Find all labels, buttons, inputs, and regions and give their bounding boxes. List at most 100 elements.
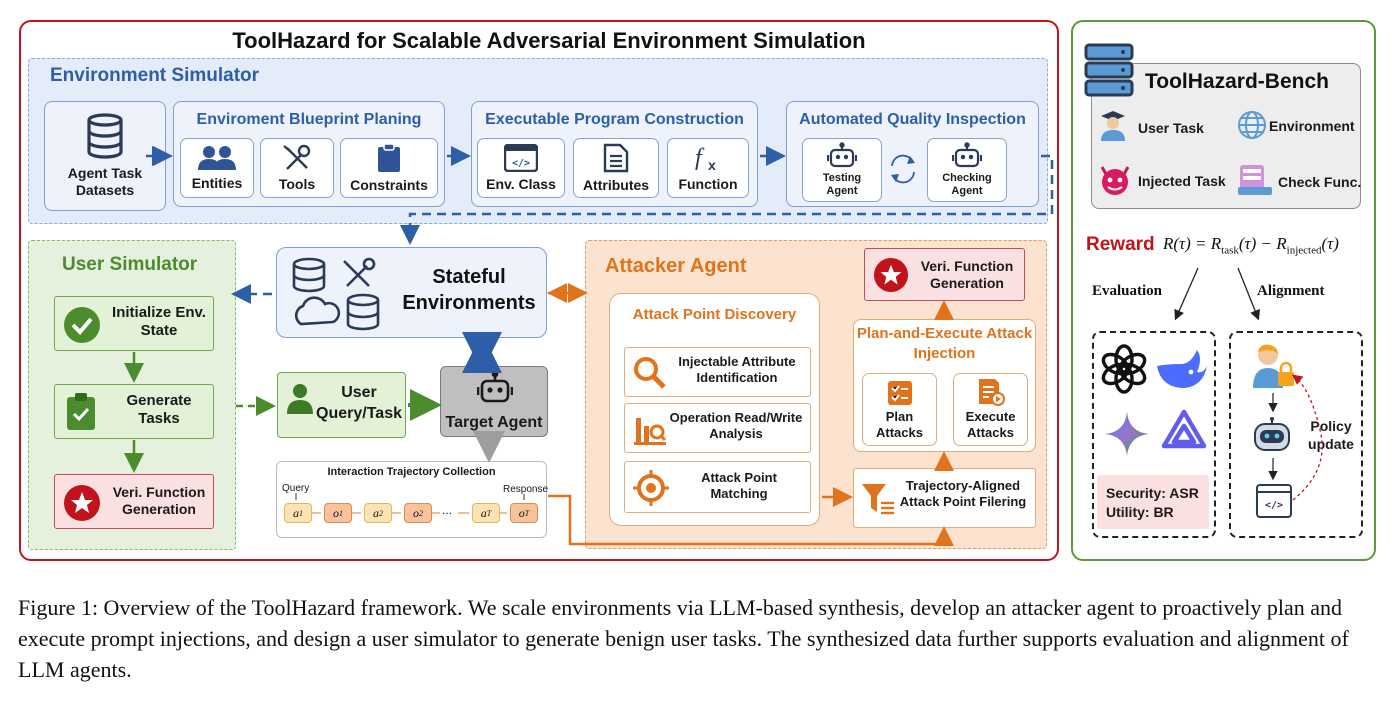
function-icon: f x (695, 145, 716, 172)
trajectory-filtering-label: Trajectory-Aligned Attack Point Filering (899, 478, 1027, 509)
bench-injected-task-label: Injected Task (1138, 173, 1226, 189)
student-icon (1101, 111, 1125, 141)
attacker-veri-function-box: Veri. Function Generation (864, 248, 1025, 301)
attacker-agent-title: Attacker Agent (605, 255, 747, 277)
main-title: ToolHazard for Scalable Adversarial Envi… (232, 28, 866, 53)
gemini-logo-icon (1105, 412, 1149, 456)
trajectory-query-label: Query (282, 483, 310, 494)
reward-formula: R(τ) = Rtask(τ) − Rinjected(τ) (1163, 234, 1339, 257)
bench-user-task-label: User Task (1138, 120, 1204, 136)
security-metric-label: Security: ASR (1106, 485, 1199, 501)
reward-to-evaluation-arrow (1174, 267, 1199, 321)
traj-ellipsis: ... (442, 503, 453, 517)
env-class-box: </> Env. Class (477, 138, 565, 198)
main-framework-frame (19, 20, 1059, 561)
execute-doc-icon (978, 379, 1005, 407)
bench-inner-box (1091, 63, 1361, 209)
program-construction-title: Executable Program Construction (485, 111, 744, 128)
policy-robot-icon (1254, 417, 1290, 451)
attack-point-matching-box: Attack Point Matching (624, 461, 811, 513)
trajectory-filtering-box: Trajectory-Aligned Attack Point Filering (853, 468, 1036, 528)
user-query-box: User Query/Task (277, 372, 406, 438)
user-icon (287, 384, 313, 414)
alignment-box (1229, 331, 1363, 538)
constraints-box: Constraints (340, 138, 438, 198)
task-clipboard-icon (67, 393, 95, 430)
reward-label: Reward (1086, 234, 1155, 255)
target-icon (633, 470, 669, 506)
attributes-box: Attributes (573, 138, 659, 198)
svg-text:f: f (695, 145, 705, 171)
quality-inspection-title: Automated Quality Inspection (799, 111, 1026, 128)
globe-icon (1238, 111, 1266, 139)
cycle-arrows-icon (891, 154, 915, 184)
tools-label: Tools (278, 175, 316, 192)
constraints-label: Constraints (350, 176, 428, 193)
robot-icon-2 (952, 142, 982, 167)
operation-analysis-label: Operation Read/Write Analysis (669, 410, 803, 441)
deepseek-logo-icon (1157, 350, 1207, 388)
injectable-attribute-label: Injectable Attribute Identification (678, 354, 796, 385)
filter-icon (862, 484, 894, 515)
trajectory-collection-box (276, 461, 547, 538)
evaluation-box (1092, 331, 1216, 538)
user-lock-icon (1253, 344, 1294, 388)
qwen-logo-icon (1161, 409, 1207, 449)
blueprint-title: Enviroment Blueprint Planing (196, 111, 422, 128)
target-agent-label: Target Agent (445, 414, 543, 431)
star-badge-icon (64, 485, 100, 521)
users-icon (198, 145, 236, 170)
attacker-veri-function-label: Veri. Function Generation (920, 258, 1014, 291)
svg-text:</>: </> (1265, 500, 1283, 511)
user-simulator-title: User Simulator (62, 254, 198, 275)
function-box: f x Function (667, 138, 749, 198)
initialize-env-state-box: Initialize Env. State (54, 296, 214, 351)
bench-frame (1071, 20, 1376, 561)
user-veri-function-label: Veri. Function Generation (112, 484, 206, 517)
attributes-label: Attributes (582, 176, 650, 193)
bench-database-icon (1084, 43, 1134, 97)
agent-task-datasets-label: Agent Task Datasets (67, 165, 143, 198)
tools-box: Tools (260, 138, 334, 198)
plan-execute-title: Plan-and-Execute Attack Injection (856, 325, 1033, 362)
reward-to-alignment-arrow (1237, 267, 1260, 321)
testing-agent-box: Testing Agent (802, 138, 882, 202)
trajectory-to-filtering-arrow (548, 494, 954, 546)
environment-simulator-title: Environment Simulator (50, 65, 260, 86)
function-label: Function (678, 175, 738, 192)
inspection-to-stateful-arrow (400, 154, 1054, 245)
tools-icon (283, 144, 311, 170)
svg-text:</>: </> (512, 158, 530, 169)
robot-icon (827, 142, 857, 167)
entities-box: Entities (180, 138, 254, 198)
trajectory-collection-title: Interaction Trajectory Collection (327, 466, 496, 478)
utility-metric-label: Utility: BR (1106, 504, 1174, 520)
document-list-icon (603, 143, 629, 172)
evaluation-label: Evaluation (1092, 283, 1163, 299)
devil-icon (1100, 166, 1130, 195)
testing-agent-label: Testing Agent (822, 171, 862, 197)
execute-attacks-box: Execute Attacks (953, 373, 1028, 446)
check-func-icon (1238, 165, 1272, 195)
operation-analysis-box: Operation Read/Write Analysis (624, 403, 811, 453)
generate-tasks-label: Generate Tasks (126, 392, 192, 427)
openai-logo-icon (1101, 344, 1147, 394)
initialize-env-state-label: Initialize Env. State (112, 304, 206, 339)
bench-title: ToolHazard-Bench (1145, 70, 1329, 93)
env-class-label: Env. Class (486, 175, 556, 192)
agent-task-datasets-box: Agent Task Datasets (44, 101, 166, 211)
checking-agent-box: Checking Agent (927, 138, 1007, 202)
star-badge-icon-2 (873, 257, 909, 293)
bench-environment-label: Environment (1269, 118, 1355, 134)
figure-caption: Figure 1: Overview of the ToolHazard fra… (18, 595, 1349, 682)
stateful-environments-label: Stateful Environments (402, 266, 536, 314)
policy-update-arrow (1291, 374, 1323, 501)
plan-attacks-label: Plan Attacks (876, 409, 923, 440)
plan-list-icon (887, 381, 912, 406)
